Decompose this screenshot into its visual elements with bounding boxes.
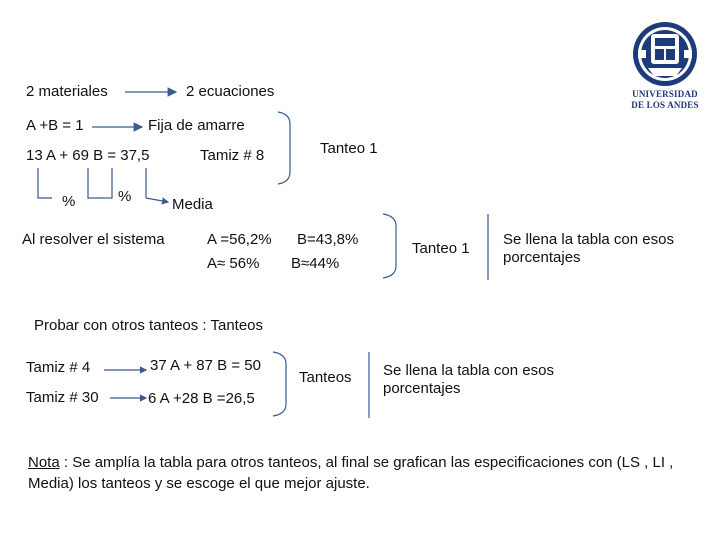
sum-equation: A +B = 1 xyxy=(26,117,84,134)
nota-text: : Se amplía la tabla para otros tanteos,… xyxy=(28,454,674,492)
materials-label: 2 materiales xyxy=(26,83,108,100)
tamiz-4-label: Tamiz # 4 xyxy=(26,359,91,376)
bracket-tanteo-1 xyxy=(277,111,291,185)
media-label: Media xyxy=(172,196,213,213)
tamiz-4-equation: 37 A + 87 B = 50 xyxy=(150,357,261,374)
a-exact-value: A =56,2% xyxy=(207,231,272,248)
bracket-left-percent xyxy=(37,168,52,199)
fija-amarre-label: Fija de amarre xyxy=(148,117,245,134)
a-approx-value: A≈ 56% xyxy=(207,255,260,272)
tanteo-1-label: Tanteo 1 xyxy=(320,140,378,157)
percent-a: % xyxy=(62,193,76,210)
nota-paragraph: Nota : Se amplía la tabla para otros tan… xyxy=(28,452,678,494)
tanteo-1-result-label: Tanteo 1 xyxy=(412,240,470,257)
logo-line-2: DE LOS ANDES xyxy=(631,100,699,110)
fill-table-note-1: Se llena la tabla con esos porcentajes xyxy=(503,231,674,266)
b-approx-value: B≈44% xyxy=(291,255,340,272)
logo-line-1: UNIVERSIDAD xyxy=(632,89,698,99)
resolver-label: Al resolver el sistema xyxy=(22,231,165,248)
equations-label: 2 ecuaciones xyxy=(186,83,275,100)
probar-tanteos-label: Probar con otros tanteos : Tanteos xyxy=(34,317,264,334)
bracket-tanteos xyxy=(272,351,287,417)
university-seal-icon xyxy=(633,22,697,86)
fill-table-note-2: Se llena la tabla con esos porcentajes xyxy=(383,362,554,397)
nota-label: Nota xyxy=(28,454,60,471)
tamiz-8-label: Tamiz # 8 xyxy=(200,147,265,164)
bracket-result xyxy=(382,213,397,279)
percent-b: % xyxy=(118,188,132,205)
tanteos-label: Tanteos xyxy=(299,369,352,386)
university-logo: UNIVERSIDAD DE LOS ANDES xyxy=(626,20,704,110)
tamiz-30-label: Tamiz # 30 xyxy=(26,389,99,406)
tamiz-30-equation: 6 A +28 B =26,5 xyxy=(148,390,255,407)
bracket-mid-percent xyxy=(87,168,113,199)
b-exact-value: B=43,8% xyxy=(297,231,359,248)
main-equation: 13 A + 69 B = 37,5 xyxy=(26,147,150,164)
